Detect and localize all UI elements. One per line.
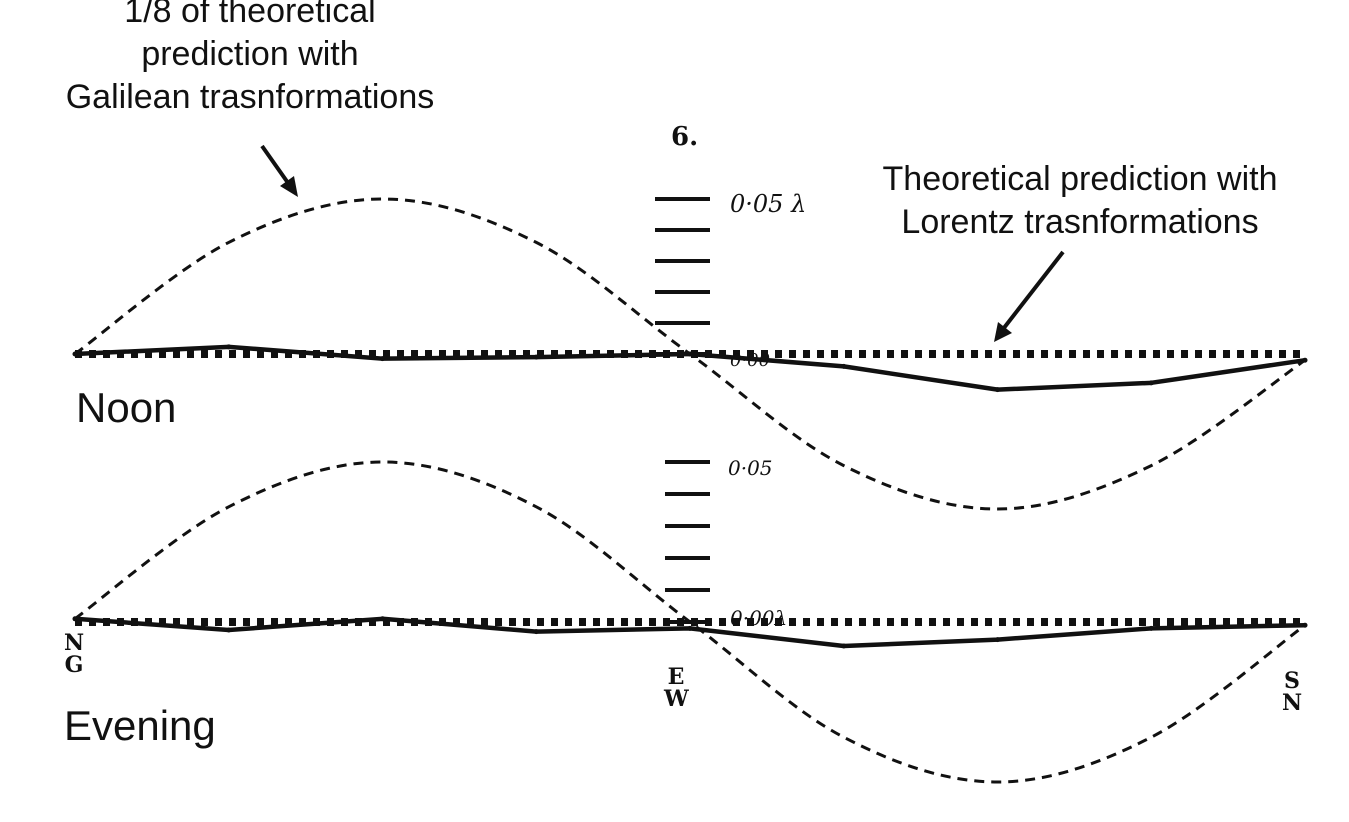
evening-scale-zero-label: 0·00λ — [730, 606, 788, 630]
evening-data-point — [533, 629, 539, 635]
evening-data-point — [687, 625, 693, 631]
panels-layer — [72, 197, 1308, 784]
evening-scale-top-label: 0·05 — [728, 456, 773, 480]
direction-label-middle: E W — [664, 664, 689, 712]
noon-scale-top-label: 0·05 λ — [730, 190, 807, 218]
lorentz-annotation-line-2: Lorentz trasnformations — [901, 203, 1259, 241]
evening-panel — [72, 460, 1308, 784]
evening-data-point — [1148, 625, 1154, 631]
noon-data-point — [226, 344, 232, 350]
figure-number: 6. — [671, 122, 699, 152]
direction-label-right: S N — [1280, 670, 1304, 714]
galilean-annotation-line-3: Galilean trasnformations — [65, 78, 435, 116]
evening-data-point — [841, 643, 847, 649]
direction-right-bottom: N — [1281, 690, 1303, 716]
noon-data-point — [1148, 380, 1154, 386]
lorentz-annotation: Theoretical prediction with Lorentz tras… — [840, 158, 1320, 244]
direction-left-top: N — [63, 630, 85, 656]
direction-middle-bottom: W — [664, 686, 689, 712]
noon-data-point — [995, 387, 1000, 393]
evening-panel-label: Evening — [64, 702, 216, 749]
noon-dashed-line — [74, 197, 1306, 511]
direction-left-bottom: G — [64, 652, 84, 678]
noon-scale-zero-label: 0·00 — [730, 350, 771, 371]
direction-right-top: S — [1284, 668, 1300, 694]
annotation-arrows — [260, 144, 1065, 342]
evening-dashed-line — [74, 460, 1306, 784]
noon-panel — [72, 197, 1308, 511]
noon-panel-label: Noon — [76, 384, 177, 431]
galilean-arrow-head — [280, 176, 298, 197]
evening-data-point — [995, 637, 1000, 643]
galilean-annotation: 1/8 of theoretical prediction with Galil… — [20, 0, 480, 119]
galilean-annotation-line-1: 1/8 of theoretical — [124, 0, 376, 30]
lorentz-arrow-head — [994, 322, 1012, 342]
noon-data-point — [841, 363, 847, 369]
direction-label-left: N G — [62, 632, 86, 676]
direction-middle-top: E — [667, 664, 685, 690]
lorentz-annotation-line-1: Theoretical prediction with — [882, 160, 1278, 198]
galilean-annotation-line-2: prediction with — [141, 35, 359, 73]
lorentz-arrow-shaft — [998, 250, 1065, 335]
evening-data-point — [226, 627, 232, 633]
